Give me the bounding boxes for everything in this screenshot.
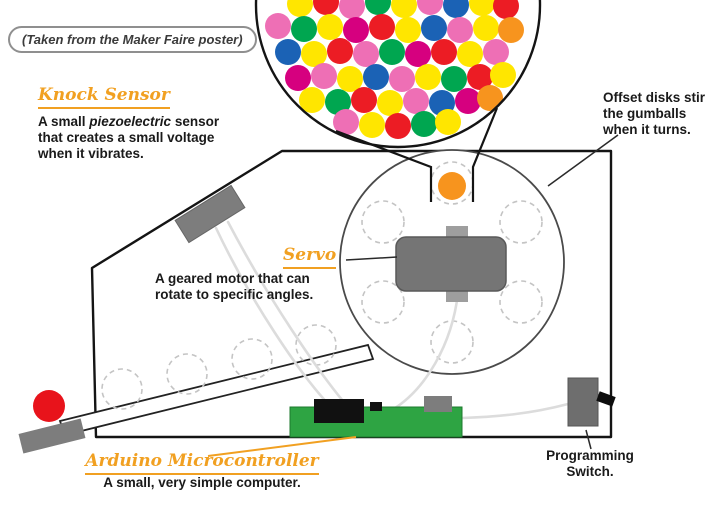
gumball bbox=[351, 87, 377, 113]
gumball bbox=[301, 41, 327, 67]
disk-pocket bbox=[361, 200, 405, 244]
gumball bbox=[369, 14, 395, 40]
knock-sensor-label-block: Knock Sensor A small piezoelectric senso… bbox=[38, 85, 220, 162]
gumball bbox=[391, 0, 417, 18]
switch-leader-line bbox=[585, 429, 592, 450]
servo-wire bbox=[390, 291, 460, 412]
gumball bbox=[275, 39, 301, 65]
globe-outline bbox=[254, 0, 542, 149]
disk-pocket bbox=[499, 280, 543, 324]
dispensed-gumball bbox=[33, 390, 65, 422]
disk-pocket bbox=[499, 200, 543, 244]
gumball bbox=[365, 0, 391, 15]
switch-wire bbox=[460, 402, 570, 420]
gumball bbox=[417, 0, 443, 15]
gumball bbox=[443, 0, 469, 18]
gumball bbox=[483, 39, 509, 65]
gumball bbox=[498, 17, 524, 43]
arduino-description: A small, very simple computer. bbox=[103, 474, 301, 490]
gumball bbox=[490, 62, 516, 88]
gumball bbox=[353, 41, 379, 67]
gumball bbox=[455, 88, 481, 114]
knock-sensor-part bbox=[174, 184, 246, 244]
gumball bbox=[431, 39, 457, 65]
knock-sensor-description: A small piezoelectric sensor that create… bbox=[38, 113, 220, 161]
gumball bbox=[363, 64, 389, 90]
gumball bbox=[311, 63, 337, 89]
gumball bbox=[385, 113, 411, 139]
servo-title: Servo bbox=[283, 245, 337, 269]
funnel-neck bbox=[335, 129, 433, 202]
gumball-globe bbox=[254, 0, 542, 149]
exit-chute bbox=[18, 418, 86, 454]
gumball bbox=[379, 39, 405, 65]
gumball bbox=[395, 17, 421, 43]
gumball bbox=[411, 111, 437, 137]
arduino-leader-line bbox=[207, 436, 357, 457]
offset-leader-line bbox=[547, 134, 619, 187]
gumball bbox=[313, 0, 339, 15]
gumball bbox=[265, 13, 291, 39]
sensor-wire bbox=[214, 226, 334, 410]
sensor-wire bbox=[226, 220, 350, 409]
servo-title-block: Servo bbox=[283, 245, 337, 269]
gumball bbox=[317, 14, 343, 40]
offset-disks-note: Offset disks stir the gumballs when it t… bbox=[603, 90, 706, 137]
programming-switch-part bbox=[567, 377, 599, 427]
gumball bbox=[457, 41, 483, 67]
gumball bbox=[285, 65, 311, 91]
gumball bbox=[339, 0, 365, 19]
gumball bbox=[477, 85, 503, 111]
gumball bbox=[467, 64, 493, 90]
gumball bbox=[473, 15, 499, 41]
gumballs-group bbox=[265, 0, 524, 139]
gumball bbox=[469, 0, 495, 16]
servo-body bbox=[395, 236, 507, 292]
gumball bbox=[435, 109, 461, 135]
gumball bbox=[441, 66, 467, 92]
servo-description: A geared motor that can rotate to specif… bbox=[155, 271, 314, 302]
neck-gumball bbox=[438, 172, 466, 200]
gumball bbox=[403, 88, 429, 114]
gumball bbox=[287, 0, 313, 17]
arduino-component bbox=[370, 402, 382, 411]
gumball bbox=[415, 64, 441, 90]
gumball bbox=[447, 17, 473, 43]
gumball bbox=[493, 0, 519, 19]
gumball bbox=[377, 90, 403, 116]
gumball bbox=[333, 109, 359, 135]
gumball bbox=[359, 112, 385, 138]
usb-connector bbox=[424, 396, 452, 412]
gumball bbox=[343, 17, 369, 43]
gumball bbox=[291, 16, 317, 42]
disk-pocket bbox=[361, 280, 405, 324]
gumball bbox=[299, 87, 325, 113]
gumball-path-ghost bbox=[101, 368, 143, 410]
servo-tab bbox=[446, 226, 468, 239]
knock-sensor-title: Knock Sensor bbox=[38, 85, 170, 109]
gumball bbox=[389, 66, 415, 92]
arduino-title: Arduino Microcontroller bbox=[85, 451, 319, 475]
gumball bbox=[438, 172, 466, 200]
switch-toggle bbox=[596, 391, 616, 407]
gumball bbox=[327, 38, 353, 64]
servo-tab bbox=[446, 289, 468, 302]
funnel-neck bbox=[471, 107, 499, 202]
disk-pocket bbox=[430, 320, 474, 364]
servo-leader-line bbox=[345, 256, 398, 261]
gumball bbox=[421, 15, 447, 41]
gumball-path-ghost bbox=[231, 338, 273, 380]
source-note: (Taken from the Maker Faire poster) bbox=[8, 26, 257, 53]
gumball bbox=[325, 89, 351, 115]
gumball bbox=[337, 66, 363, 92]
arduino-chip bbox=[314, 399, 364, 423]
programming-switch-label: Programming Switch. bbox=[546, 448, 634, 479]
arduino-label-block: Arduino Microcontroller A small, very si… bbox=[62, 451, 342, 491]
gumball-path-ghost bbox=[166, 353, 208, 395]
gumball bbox=[405, 41, 431, 67]
